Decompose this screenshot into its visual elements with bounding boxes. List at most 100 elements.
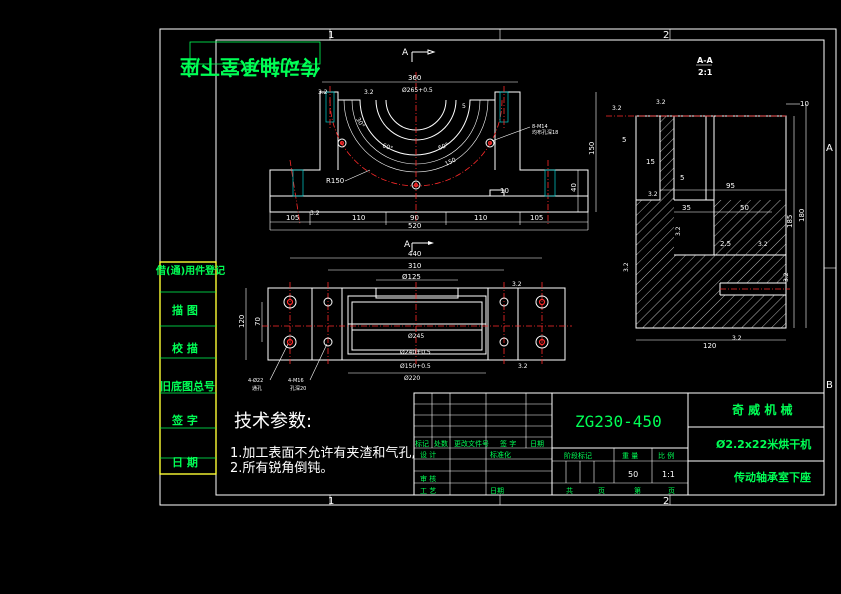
svg-text:3.2: 3.2 — [612, 105, 622, 112]
svg-text:95: 95 — [726, 182, 735, 190]
zone-2-top: 2 — [663, 30, 669, 41]
svg-text:150: 150 — [588, 142, 596, 155]
svg-text:页: 页 — [598, 487, 605, 495]
svg-text:旧底图总号: 旧底图总号 — [160, 379, 215, 393]
svg-text:Ø240+0.5: Ø240+0.5 — [400, 349, 431, 356]
svg-text:3.2: 3.2 — [656, 99, 666, 106]
svg-text:Ø2.2x22米烘干机: Ø2.2x22米烘干机 — [716, 437, 811, 451]
svg-text:ZG230-450: ZG230-450 — [575, 412, 662, 431]
svg-text:10: 10 — [800, 100, 809, 108]
svg-text:3.2: 3.2 — [675, 226, 682, 236]
svg-text:R150: R150 — [326, 177, 344, 185]
left-stamp: 借(通)用件登记 描 图 校 描 旧底图总号 签 字 日 期 — [155, 261, 225, 475]
svg-text:3.2: 3.2 — [512, 281, 522, 288]
svg-text:360: 360 — [408, 74, 421, 82]
svg-text:页: 页 — [668, 487, 675, 495]
svg-text:5: 5 — [622, 136, 626, 144]
svg-text:50: 50 — [740, 204, 749, 212]
svg-text:通孔: 通孔 — [252, 385, 262, 392]
svg-text:310: 310 — [408, 262, 421, 270]
svg-text:10: 10 — [500, 187, 509, 195]
svg-text:5: 5 — [680, 174, 684, 182]
svg-text:孔深20: 孔深20 — [290, 385, 306, 392]
svg-text:第: 第 — [634, 486, 641, 495]
svg-text:日期: 日期 — [490, 487, 504, 495]
svg-text:35: 35 — [682, 204, 691, 212]
svg-text:3.2: 3.2 — [518, 363, 528, 370]
svg-text:A-A: A-A — [697, 56, 714, 65]
svg-text:4-Ø22: 4-Ø22 — [248, 377, 263, 384]
svg-text:重 量: 重 量 — [622, 452, 638, 460]
svg-text:Ø125: Ø125 — [402, 273, 421, 281]
svg-text:Ø220: Ø220 — [404, 375, 420, 382]
svg-text:120: 120 — [703, 342, 716, 350]
svg-text:描 图: 描 图 — [172, 303, 198, 317]
svg-text:2:1: 2:1 — [698, 68, 713, 77]
svg-text:阶段标记: 阶段标记 — [564, 451, 592, 460]
svg-text:签 字: 签 字 — [171, 413, 198, 427]
zone-1-top: 1 — [328, 30, 334, 41]
svg-text:传动轴承室下座: 传动轴承室下座 — [733, 470, 811, 484]
svg-text:30°: 30° — [354, 117, 365, 130]
svg-text:A: A — [404, 240, 411, 250]
svg-text:3.2: 3.2 — [623, 262, 630, 272]
svg-text:签 字: 签 字 — [500, 439, 516, 448]
section-view: A-A 2:1 10 5 15 5 95 35 50 2.5 185 180 1… — [606, 56, 809, 350]
svg-text:技术参数:: 技术参数: — [234, 411, 312, 432]
svg-text:3.2: 3.2 — [758, 241, 768, 248]
svg-text:70: 70 — [254, 317, 262, 326]
svg-text:3.2: 3.2 — [364, 89, 374, 96]
svg-text:3.2: 3.2 — [732, 335, 742, 342]
zone-1-bottom: 1 — [328, 496, 334, 507]
zone-a: A — [826, 143, 833, 154]
svg-text:3.2: 3.2 — [648, 191, 658, 198]
svg-text:8-M14: 8-M14 — [532, 124, 548, 130]
svg-text:3.2: 3.2 — [318, 89, 328, 96]
svg-text:处数: 处数 — [434, 439, 448, 448]
zone-b: B — [826, 380, 833, 391]
svg-text:Ø150+0.5: Ø150+0.5 — [400, 363, 431, 370]
svg-text:90: 90 — [410, 214, 419, 222]
svg-text:185: 185 — [786, 215, 794, 228]
svg-text:40: 40 — [570, 183, 578, 192]
svg-text:借(通)用件登记: 借(通)用件登记 — [155, 264, 225, 277]
svg-text:共: 共 — [566, 486, 573, 495]
svg-text:15: 15 — [646, 158, 655, 166]
svg-text:50: 50 — [628, 470, 638, 479]
svg-text:120: 120 — [238, 315, 246, 328]
svg-text:4-M16: 4-M16 — [288, 378, 304, 384]
svg-text:比 例: 比 例 — [658, 451, 674, 460]
svg-text:标准化: 标准化 — [490, 450, 511, 459]
svg-text:520: 520 — [408, 222, 421, 230]
svg-text:工 艺: 工 艺 — [420, 487, 436, 495]
svg-text:2.所有锐角倒钝。: 2.所有锐角倒钝。 — [230, 461, 333, 476]
svg-text:日期: 日期 — [530, 440, 544, 448]
svg-text:1:1: 1:1 — [662, 470, 675, 479]
svg-text:1.加工表面不允许有夹渣和气孔,: 1.加工表面不允许有夹渣和气孔, — [230, 445, 416, 461]
svg-text:105: 105 — [286, 214, 299, 222]
svg-text:5: 5 — [462, 103, 466, 110]
zone-2-bottom: 2 — [663, 496, 669, 507]
top-view: A 440 310 Ø125 — [238, 240, 572, 392]
mirrored-title: 传动轴承室下座 — [180, 55, 321, 79]
svg-text:150: 150 — [444, 157, 458, 168]
svg-text:A: A — [402, 48, 409, 58]
svg-text:标记: 标记 — [415, 439, 429, 448]
svg-text:奇 威 机 械: 奇 威 机 械 — [732, 402, 793, 417]
svg-text:3.2: 3.2 — [310, 210, 320, 217]
svg-text:2.5: 2.5 — [720, 240, 731, 248]
svg-text:110: 110 — [474, 214, 487, 222]
svg-text:180: 180 — [798, 209, 806, 222]
svg-text:60°: 60° — [437, 142, 449, 152]
svg-text:440: 440 — [408, 250, 421, 258]
svg-text:审 核: 审 核 — [420, 474, 436, 483]
svg-text:Ø245: Ø245 — [408, 333, 424, 340]
svg-text:设 计: 设 计 — [420, 450, 436, 459]
svg-text:日 期: 日 期 — [172, 455, 198, 469]
svg-text:更改文件号: 更改文件号 — [454, 439, 489, 448]
front-view: A 360 Ø265+0.5 5 3. — [269, 48, 597, 231]
svg-text:60°: 60° — [381, 142, 393, 152]
svg-text:105: 105 — [530, 214, 543, 222]
title-block: ZG230-450 奇 威 机 械 Ø2.2x22米烘干机 传动轴承室下座 标记… — [413, 392, 825, 496]
